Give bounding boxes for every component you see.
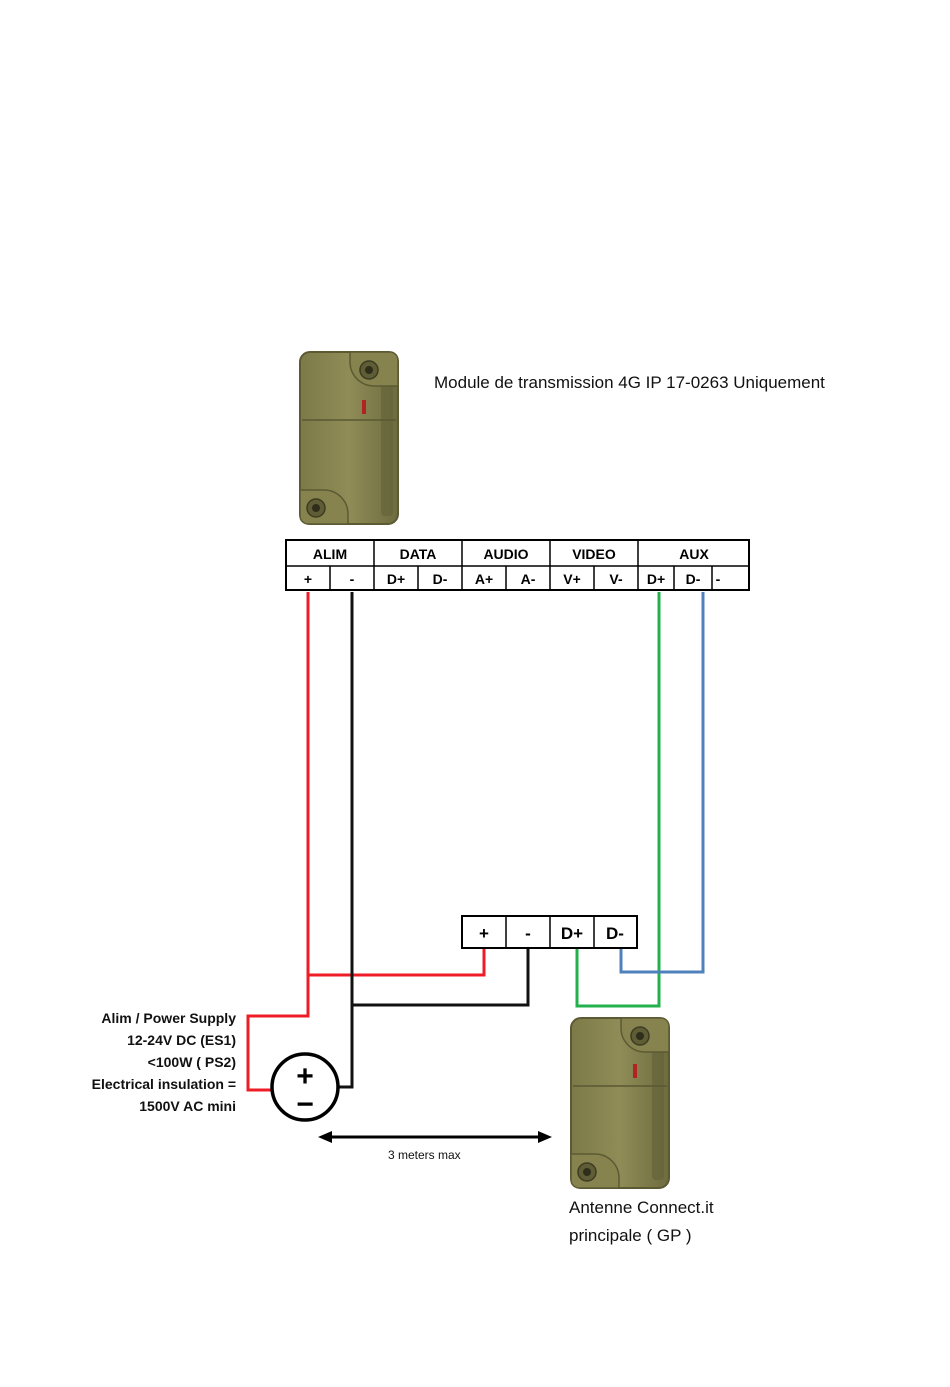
group-label-audio: AUDIO: [483, 546, 528, 562]
wires: [248, 592, 703, 1090]
group-label-alim: ALIM: [313, 546, 347, 562]
terminal-aux-minus: -: [716, 571, 721, 587]
bottom-terminal-plus: +: [479, 924, 489, 943]
antenna-label-line1: Antenne Connect.it: [569, 1194, 714, 1222]
group-label-video: VIDEO: [572, 546, 616, 562]
terminal-video-vminus: V-: [609, 571, 623, 587]
terminal-aux-dplus: D+: [647, 571, 665, 587]
terminal-data-dminus: D-: [433, 571, 448, 587]
group-label-data: DATA: [400, 546, 437, 562]
terminal-audio-aplus: A+: [475, 571, 493, 587]
terminal-audio-aminus: A-: [521, 571, 536, 587]
bottom-terminal-dplus: D+: [561, 924, 583, 943]
group-label-aux: AUX: [679, 546, 709, 562]
module-title: Module de transmission 4G IP 17-0263 Uni…: [434, 373, 825, 393]
terminal-video-vplus: V+: [563, 571, 581, 587]
terminal-alim-plus: +: [304, 571, 312, 587]
bottom-terminal-block: + - D+ D-: [462, 916, 637, 948]
terminal-aux-dminus: D-: [686, 571, 701, 587]
distance-label: 3 meters max: [388, 1148, 461, 1162]
psu-minus-symbol: −: [296, 1088, 314, 1121]
terminal-data-dplus: D+: [387, 571, 405, 587]
power-supply-symbol: + −: [272, 1054, 338, 1121]
antenna-image: [571, 1018, 669, 1188]
terminal-alim-minus: -: [350, 571, 355, 587]
power-supply-label: Alim / Power Supply 12-24V DC (ES1) <100…: [36, 1007, 236, 1117]
psu-label-line3: <100W ( PS2): [36, 1051, 236, 1073]
transmission-module-image: [300, 352, 398, 524]
distance-arrow: [318, 1131, 552, 1143]
psu-label-line4: Electrical insulation =: [36, 1073, 236, 1095]
antenna-label-line2: principale ( GP ): [569, 1222, 714, 1250]
top-terminal-block: ALIM DATA AUDIO VIDEO AUX + - D+ D- A+ A…: [286, 540, 749, 590]
bottom-terminal-minus: -: [525, 924, 531, 943]
wire-positive-main: [308, 592, 484, 975]
psu-label-line2: 12-24V DC (ES1): [36, 1029, 236, 1051]
wire-negative: [338, 592, 352, 1087]
antenna-label: Antenne Connect.it principale ( GP ): [569, 1194, 714, 1250]
psu-label-line1: Alim / Power Supply: [36, 1007, 236, 1029]
psu-label-line5: 1500V AC mini: [36, 1095, 236, 1117]
bottom-terminal-dminus: D-: [606, 924, 624, 943]
